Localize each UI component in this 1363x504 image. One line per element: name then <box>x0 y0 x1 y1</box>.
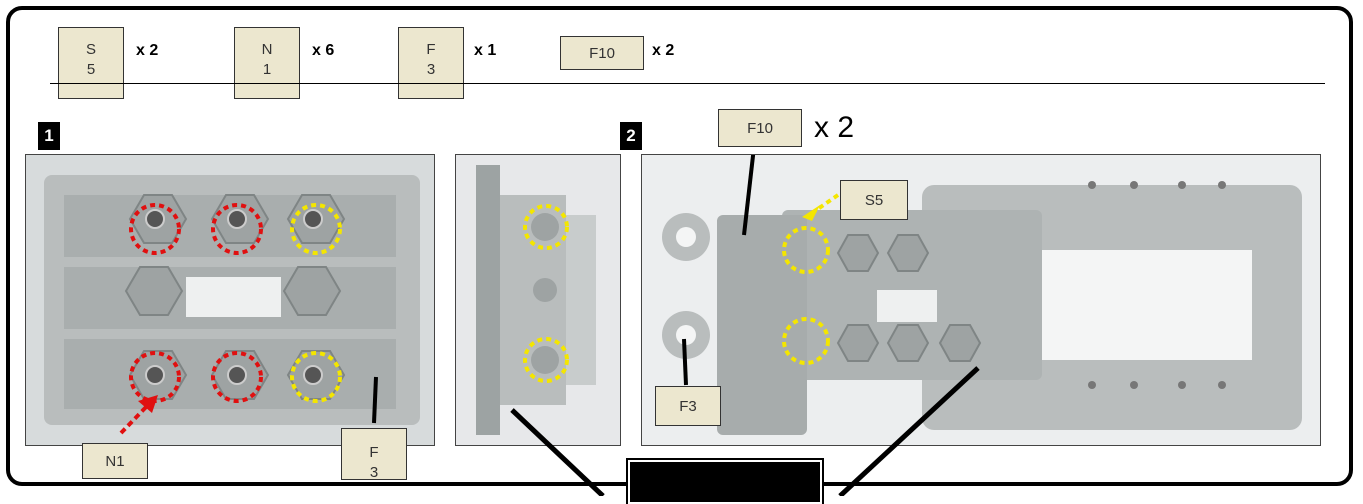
photo-step1-front <box>25 154 435 446</box>
part-n1-label: N 1 <box>234 27 300 99</box>
header-divider <box>50 83 1325 84</box>
step-2-marker: 2 <box>620 122 642 150</box>
part-f3-qty: x 1 <box>474 42 497 59</box>
part-s5-letter: S <box>85 41 96 58</box>
callout-f3-step1-letter: F <box>369 444 379 461</box>
callout-f10: F10 <box>718 109 802 147</box>
photo-step1-side <box>455 154 621 446</box>
callout-n1-text: N1 <box>105 453 125 470</box>
part-f3-number: 3 <box>426 61 436 78</box>
part-s5-qty: x 2 <box>136 42 159 59</box>
part-f10-text: F10 <box>589 45 615 62</box>
callout-s5: S5 <box>840 180 908 220</box>
part-f3-letter: F <box>426 41 436 58</box>
callout-f3-step2: F3 <box>655 386 721 426</box>
part-n1-number: 1 <box>262 61 272 78</box>
callout-f3-step2-text: F3 <box>679 398 697 415</box>
part-f3-label: F 3 <box>398 27 464 99</box>
part-f10-label: F10 <box>560 36 644 70</box>
part-f10-qty: x 2 <box>652 42 675 59</box>
callout-s5-text: S5 <box>864 192 884 209</box>
callout-n1: N1 <box>82 443 148 479</box>
callout-f10-text: F10 <box>747 120 773 137</box>
step-1-marker: 1 <box>38 122 60 150</box>
part-n1-letter: N <box>261 41 273 58</box>
connector-assembly-illustration <box>642 155 1320 445</box>
bottom-plate <box>626 458 824 504</box>
part-n1-qty: x 6 <box>312 42 335 59</box>
callout-f10-qty: x 2 <box>814 111 855 144</box>
callout-f3-step1-number: 3 <box>369 464 379 481</box>
callout-f3-step1: F 3 <box>341 428 407 481</box>
connector-side-illustration <box>456 155 620 445</box>
part-s5-number: 5 <box>86 61 96 78</box>
part-s5-label: S 5 <box>58 27 124 99</box>
connector-front-illustration <box>26 155 434 445</box>
photo-step2-assembly <box>641 154 1321 446</box>
